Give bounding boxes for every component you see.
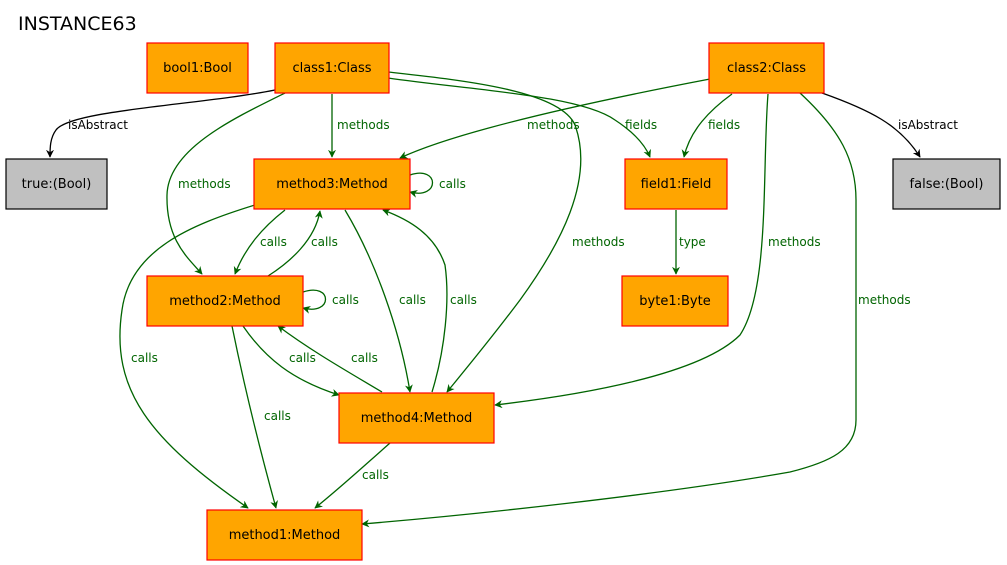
- node-false-bool[interactable]: false:(Bool): [892, 158, 1001, 210]
- edge-label: calls: [351, 351, 378, 365]
- edge-label: fields: [708, 118, 740, 132]
- edge-label: calls: [311, 235, 338, 249]
- node-label: true:(Bool): [22, 177, 92, 192]
- node-method4[interactable]: method4:Method: [338, 392, 495, 444]
- edge-label: type: [679, 235, 706, 249]
- edge-method4-calls-method1: calls: [314, 442, 391, 509]
- node-bool1[interactable]: bool1:Bool: [146, 42, 249, 94]
- edge-class2-methods-method1: methods: [361, 92, 911, 528]
- node-true-bool[interactable]: true:(Bool): [5, 158, 108, 210]
- edge-class1-fields-field1: fields: [387, 77, 657, 158]
- node-label: method1:Method: [229, 528, 341, 543]
- node-label: bool1:Bool: [163, 61, 232, 76]
- edge-label: calls: [289, 351, 316, 365]
- nodes: bool1:Bool class1:Class class2:Class tru…: [5, 42, 1001, 561]
- edge-class1-isabstract-true: isAbstract: [46, 89, 276, 158]
- node-label: false:(Bool): [910, 177, 984, 192]
- edge-method3-calls-method2: calls: [233, 209, 287, 275]
- edge-label: methods: [178, 177, 231, 191]
- edge-label: calls: [131, 351, 158, 365]
- node-byte1[interactable]: byte1:Byte: [621, 275, 729, 327]
- node-label: field1:Field: [641, 177, 712, 192]
- edge-label: methods: [572, 235, 625, 249]
- edge-label: methods: [337, 118, 390, 132]
- edge-class2-methods-method3: methods: [399, 78, 711, 159]
- edge-label: calls: [332, 293, 359, 307]
- edges: isAbstract methods methods fields method…: [46, 71, 958, 528]
- node-label: method4:Method: [361, 411, 473, 426]
- edge-field1-type-byte1: type: [672, 210, 706, 275]
- edge-method2-calls-method3: calls: [267, 210, 338, 277]
- edge-label: methods: [768, 235, 821, 249]
- edge-label: calls: [399, 293, 426, 307]
- edge-label: calls: [264, 409, 291, 423]
- edge-label: methods: [527, 118, 580, 132]
- edge-method2-calls-method4: calls: [242, 325, 340, 397]
- edge-label: isAbstract: [68, 118, 128, 132]
- node-label: class2:Class: [727, 61, 806, 76]
- edge-class1-methods-method2: methods: [166, 92, 286, 275]
- edge-method2-calls-method1: calls: [231, 325, 291, 509]
- edge-class2-fields-field1: fields: [681, 93, 740, 158]
- diagram-title: INSTANCE63: [18, 13, 137, 35]
- edge-class2-methods-method4: methods: [494, 93, 821, 409]
- node-label: byte1:Byte: [639, 294, 710, 309]
- edge-label: isAbstract: [898, 118, 958, 132]
- node-label: method3:Method: [276, 177, 388, 192]
- edge-method4-calls-method2: calls: [277, 325, 383, 393]
- node-method2[interactable]: method2:Method: [146, 275, 304, 327]
- edge-method3-calls-method4: calls: [344, 209, 426, 393]
- edge-class2-isabstract-false: isAbstract: [821, 92, 958, 158]
- node-label: class1:Class: [292, 61, 371, 76]
- edge-class1-methods-method4: methods: [387, 71, 625, 393]
- node-label: method2:Method: [169, 294, 281, 309]
- node-field1[interactable]: field1:Field: [624, 158, 728, 210]
- edge-method3-calls-method1: calls: [119, 204, 256, 509]
- edge-method4-calls-method3: calls: [382, 208, 477, 393]
- node-method1[interactable]: method1:Method: [206, 509, 363, 561]
- node-class1[interactable]: class1:Class: [274, 42, 390, 94]
- edge-class1-methods-method3: methods: [328, 94, 390, 158]
- node-class2[interactable]: class2:Class: [708, 42, 825, 94]
- edge-label: fields: [625, 118, 657, 132]
- edge-method3-calls-self: calls: [409, 172, 466, 198]
- edge-label: calls: [439, 177, 466, 191]
- edge-label: methods: [858, 293, 911, 307]
- node-method3[interactable]: method3:Method: [253, 158, 411, 210]
- edge-label: calls: [450, 293, 477, 307]
- edge-label: calls: [362, 468, 389, 482]
- edge-label: calls: [260, 235, 287, 249]
- edge-method2-calls-self: calls: [302, 289, 359, 314]
